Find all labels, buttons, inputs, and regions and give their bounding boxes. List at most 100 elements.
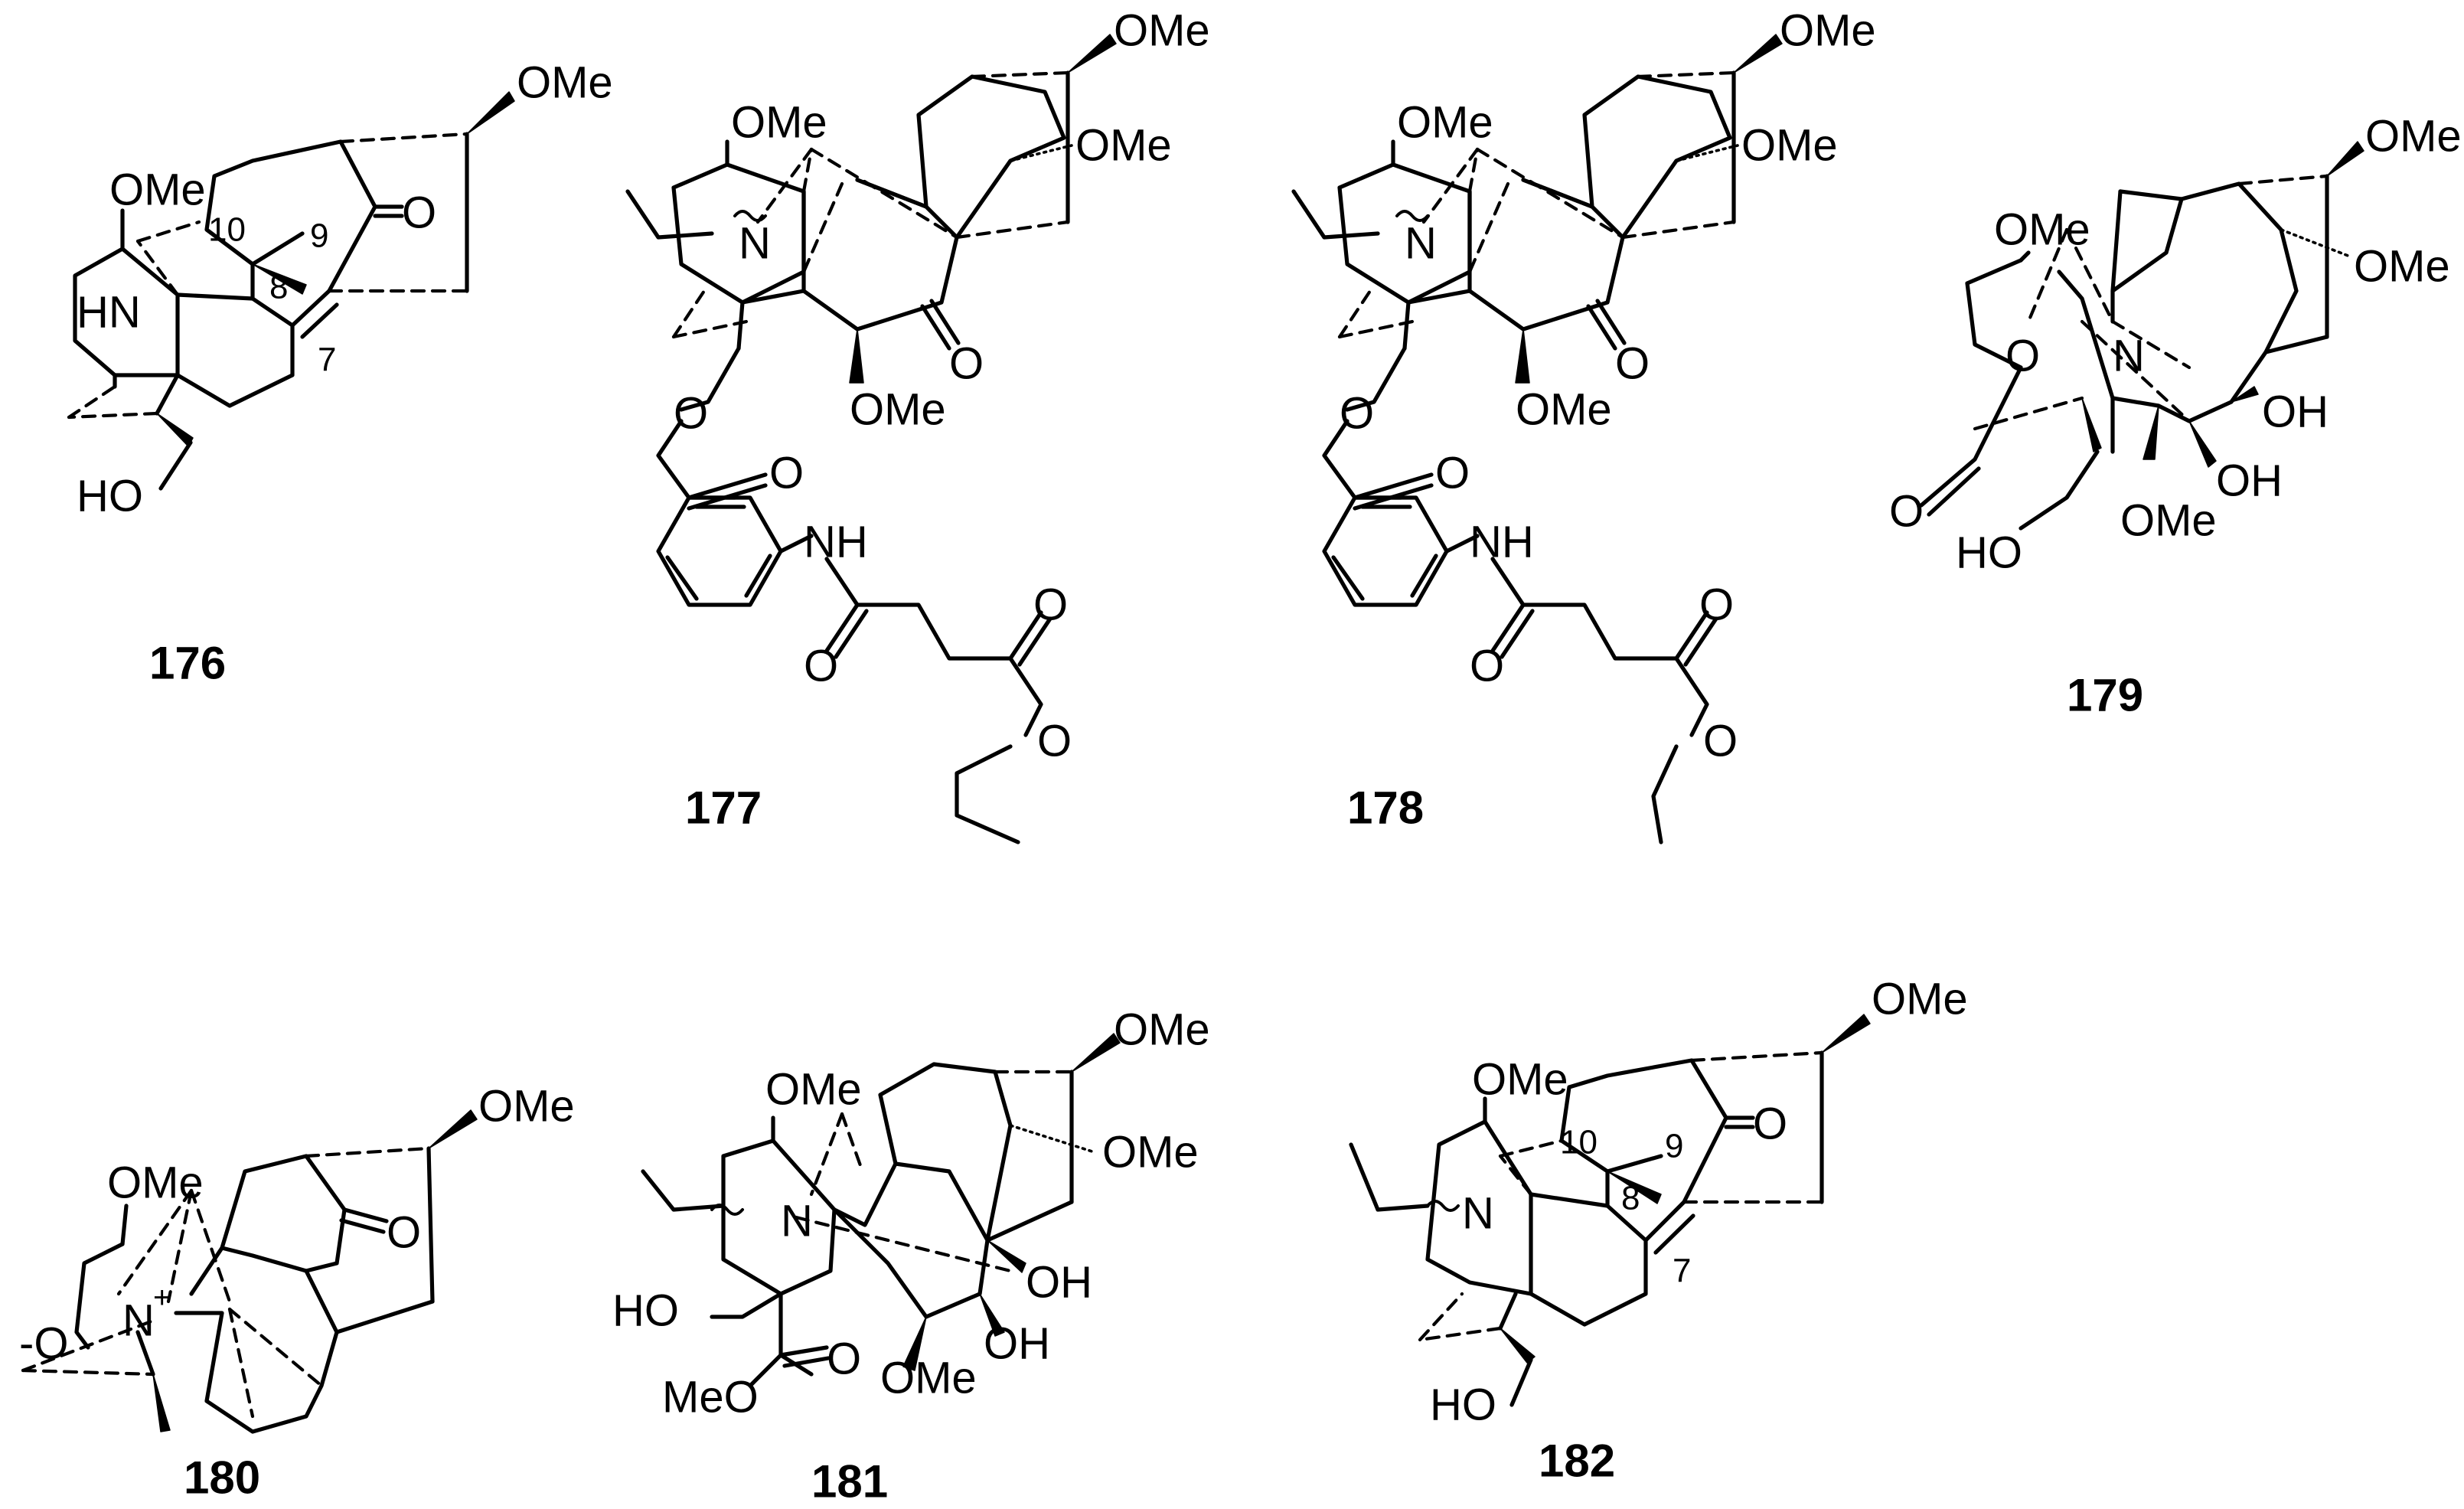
ho-label: HO [1430,1380,1496,1430]
bond [736,300,745,351]
wedge-bond [987,1240,1026,1273]
ketone-o-label: O [1615,339,1650,389]
ome-label: OMe [1780,6,1876,56]
dashed-bond [1467,181,1510,274]
wedge-bond [849,328,864,384]
wavy-bond [1395,210,1429,222]
bond [955,744,1020,844]
n-label: N [1405,219,1437,269]
dashed-bond [671,289,707,339]
bond [679,346,741,412]
dashed-bond [21,1318,155,1373]
hashed-bond [1009,144,1073,162]
bond [220,1154,347,1273]
compound-number: 178 [1347,782,1424,834]
bond [748,1353,783,1388]
structure-180: OMe OMe O -O N + 180 [19,1082,575,1504]
dashed-bond [1475,147,1625,240]
bond [824,557,1013,661]
acid-co-label: O [1699,580,1734,630]
bond [2019,250,2031,263]
bond [1500,609,1535,659]
bond [120,1204,129,1246]
structure-181: OMe OMe OMe N OH OH HO OMe O MeO 181 [612,1005,1210,1507]
wedge-bond [1515,328,1530,384]
wedge-bond [2143,405,2159,460]
n-plus-label: N [122,1296,155,1346]
compound-number: 182 [1539,1436,1615,1487]
bond [1008,656,1043,737]
dashed-bond [67,384,117,420]
dashed-bond [1636,70,1736,79]
bond [1509,1357,1533,1407]
bond [1683,616,1718,667]
n-label: N [2113,332,2145,381]
bond [2019,449,2100,531]
ho-label: HO [612,1286,679,1336]
bond [342,1207,389,1223]
bond [665,555,699,601]
dashed-bond [135,239,180,297]
bond [1674,610,1709,661]
bond [824,603,860,653]
bond [744,554,772,598]
dashed-bond [1498,1138,1564,1158]
bond [1529,1192,1648,1327]
bond [1017,616,1053,667]
wedge-bond [1500,1328,1536,1364]
bond [2110,181,2299,423]
dashed-bond [809,147,959,240]
bond [1345,346,1407,412]
bond [1353,472,1434,500]
dashed-bond [955,220,1070,240]
dashed-bond [1689,1050,1824,1063]
dashed-bond [1337,319,1415,339]
bond [1291,189,1380,240]
nh-label: NH [804,518,868,567]
bond [2110,189,2123,293]
bond [189,1246,224,1296]
bond [1444,534,1480,554]
carbonyl-o-label: O [769,449,804,498]
bond [687,472,768,500]
dashed-bond [166,1188,194,1304]
hashed-bond [1009,1124,1096,1154]
amide-o-label: O [1470,642,1504,691]
oh-label: OH [2262,387,2329,437]
bond [625,189,714,240]
atom-number-10: 10 [1560,1124,1598,1161]
wedge-bond [2188,420,2217,468]
bond [1490,603,1526,653]
dashed-bond [2110,319,2191,370]
dashed-bond [116,1188,194,1296]
bond [290,289,331,328]
bond [155,373,180,416]
bond [778,534,814,554]
atom-number-9: 9 [1665,1128,1683,1165]
bond [985,1200,1074,1243]
ome-label: OMe [2120,496,2217,546]
bond [2263,335,2329,354]
wedge-bond [1821,1014,1871,1053]
lactone-o-label: O [1889,487,1924,537]
wedge-bond [2081,397,2102,452]
o-minus-label: -O [19,1319,68,1369]
structure-182: OMe OMe N HO O 10 9 8 7 182 [1349,975,1968,1487]
dashed-bond [1337,289,1372,339]
nh-label: NH [1470,518,1534,567]
ome-label: OMe [1075,121,1172,171]
plus-charge: + [153,1281,171,1315]
dashed-bond [1973,396,2084,431]
bond [1331,555,1365,601]
bond [778,1345,829,1357]
bond [426,1146,435,1304]
ome-label: OMe [1102,1128,1199,1177]
ome-label: OMe [478,1082,575,1132]
acid-o-label: O [1703,717,1738,766]
n-label: N [1462,1189,1494,1239]
bond [335,1299,435,1334]
ome-label: OMe [1397,98,1493,148]
meo-label: MeO [662,1373,759,1422]
wedge-bond [152,1373,171,1432]
dashed-bond [794,1215,1013,1273]
